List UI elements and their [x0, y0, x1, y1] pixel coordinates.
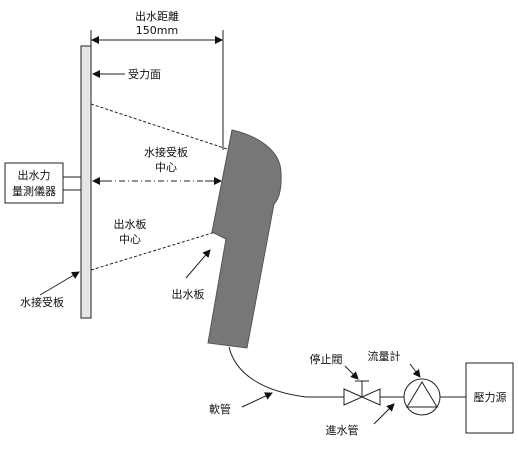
plate-center-label-line2: 中心	[155, 161, 177, 174]
receiving-plate-arrow	[39, 271, 80, 296]
distance-title: 出水距離	[135, 9, 179, 23]
flow-meter-triangle	[406, 381, 438, 408]
sensor-label-line2: 量測儀器	[12, 184, 56, 198]
nozzle-center-label-line1: 出水板	[114, 217, 147, 231]
nozzle-plate-label: 出水板	[172, 287, 205, 301]
nozzle-center-label-line2: 中心	[119, 233, 141, 246]
hose-label: 軟管	[209, 402, 231, 416]
water-receiving-plate	[80, 45, 92, 319]
flow-meter-arrow	[409, 363, 421, 378]
inlet-pipe-label: 進水管	[326, 423, 359, 437]
shutoff-valve-arrow	[344, 365, 359, 380]
shutoff-valve-label: 停止閥	[310, 352, 343, 366]
force-surface-label: 受力面	[128, 68, 161, 81]
inlet-pipe-arrow	[373, 403, 395, 425]
nozzle-plate-arrow	[185, 249, 211, 279]
sensor-label-line1: 出水力	[18, 168, 51, 182]
plate-center-label-line1: 水接受板	[144, 145, 188, 159]
hose-arrow	[241, 392, 273, 408]
force-sensor-box	[4, 162, 64, 204]
nozzle-plate	[207, 129, 282, 349]
hose	[228, 346, 344, 398]
spray-lower-dashed	[90, 229, 223, 271]
spray-upper-dashed	[90, 103, 231, 151]
flow-meter-label: 流量計	[368, 349, 401, 363]
pressure-source-box	[465, 362, 514, 434]
pressure-source-label: 壓力源	[474, 390, 507, 404]
distance-value: 150mm	[136, 24, 178, 37]
receiving-plate-label: 水接受板	[20, 295, 64, 309]
